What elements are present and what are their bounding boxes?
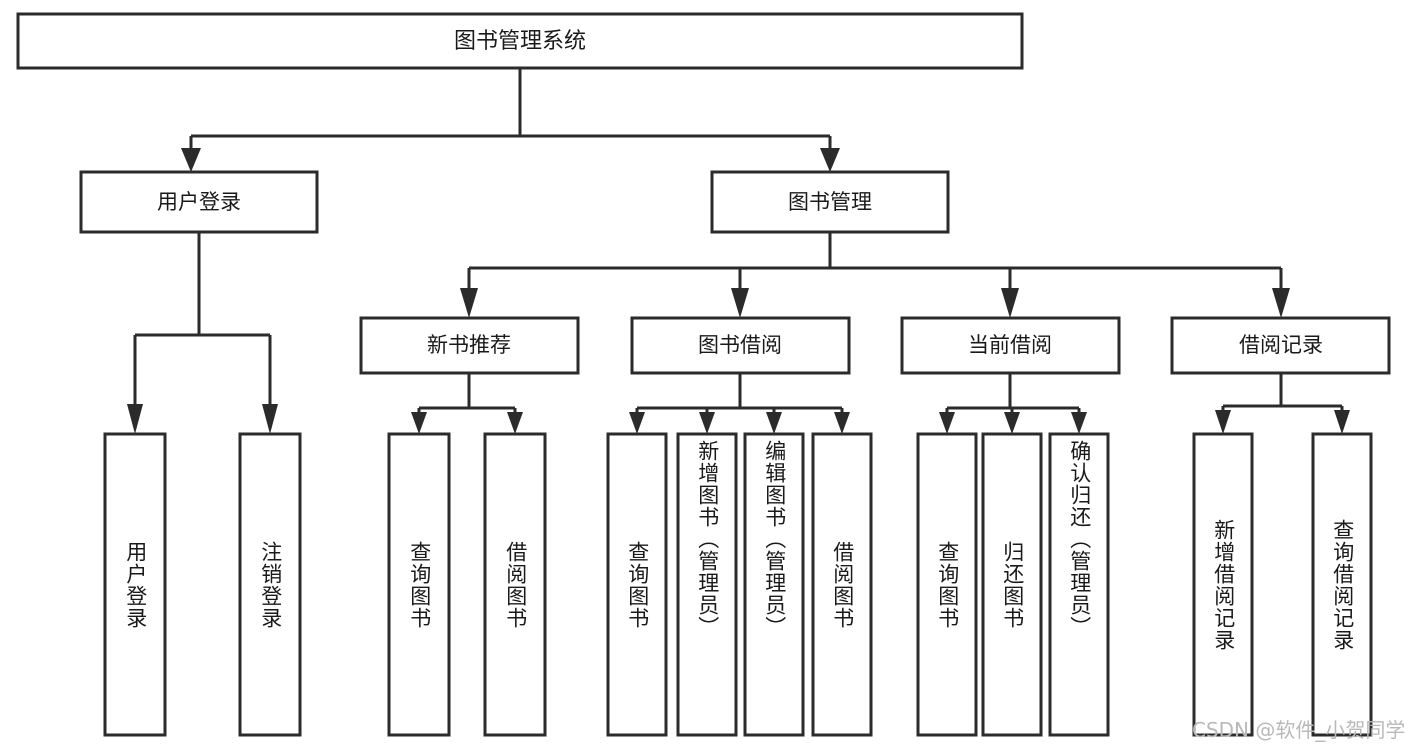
arrow-head-book-borrow [731, 288, 749, 318]
arrow-head-leaf-borrow-book-2 [834, 412, 850, 434]
arrow-head-leaf-query-book-2 [629, 412, 645, 434]
node-leaf-query-record-box[interactable] [1311, 432, 1373, 737]
node-book-borrow-label: 图书借阅 [698, 333, 782, 357]
arrow-head-leaf-confirm-return [1071, 412, 1087, 434]
node-book-manage[interactable]: 图书管理 [710, 170, 950, 234]
node-book-borrow-box[interactable] [630, 316, 851, 375]
node-book-borrow[interactable]: 图书借阅 [630, 316, 851, 375]
arrow-head-leaf-edit-book [766, 412, 782, 434]
arrow-head-user-login [181, 148, 201, 172]
node-book-manage-box[interactable] [710, 170, 950, 234]
node-leaf-query-book-2-box[interactable] [606, 432, 668, 737]
node-new-book-recommend-label: 新书推荐 [427, 333, 511, 357]
node-user-login-label: 用户登录 [157, 190, 241, 214]
node-leaf-add-book-box[interactable] [676, 432, 738, 737]
arrow-head-leaf-query-record [1334, 410, 1350, 434]
node-leaf-logout-box[interactable] [238, 432, 302, 737]
arrow-head-current-borrow [1001, 288, 1019, 318]
arrow-head-leaf-user-login [127, 404, 143, 434]
leaf-node-boxes [103, 432, 1373, 737]
arrow-head-leaf-borrow-book-1 [507, 412, 523, 434]
arrow-head-leaf-return-book [1004, 412, 1020, 434]
arrow-head-leaf-query-book-1 [411, 412, 427, 434]
node-leaf-user-login-box[interactable] [103, 432, 167, 737]
node-current-borrow-label: 当前借阅 [968, 333, 1052, 357]
node-leaf-borrow-book-2-box[interactable] [811, 432, 873, 737]
node-leaf-borrow-book-1-box[interactable] [483, 432, 547, 737]
node-current-borrow[interactable]: 当前借阅 [900, 316, 1121, 375]
node-new-book-recommend[interactable]: 新书推荐 [359, 316, 580, 375]
node-borrow-record-label: 借阅记录 [1239, 333, 1323, 357]
node-root-box[interactable] [16, 12, 1024, 70]
arrow-head-borrow-record [1272, 288, 1290, 318]
node-leaf-query-book-1-box[interactable] [387, 432, 451, 737]
arrow-head-leaf-add-record [1215, 410, 1231, 434]
node-new-book-recommend-box[interactable] [359, 316, 580, 375]
node-user-login[interactable]: 用户登录 [79, 170, 319, 234]
node-leaf-return-book-box[interactable] [981, 432, 1043, 737]
arrow-head-leaf-add-book [699, 412, 715, 434]
node-user-login-box[interactable] [79, 170, 319, 234]
node-leaf-confirm-return-box[interactable] [1048, 432, 1110, 737]
arrow-head-leaf-logout [262, 404, 278, 434]
node-borrow-record[interactable]: 借阅记录 [1170, 316, 1391, 375]
connector-group [127, 68, 1350, 434]
node-current-borrow-box[interactable] [900, 316, 1121, 375]
node-root[interactable]: 图书管理系统 [16, 12, 1024, 70]
arrow-head-new-book [460, 288, 478, 318]
node-leaf-add-record-box[interactable] [1192, 432, 1254, 737]
node-book-manage-label: 图书管理 [788, 190, 872, 214]
node-root-label: 图书管理系统 [454, 29, 586, 54]
arrow-head-leaf-query-book-3 [939, 412, 955, 434]
node-borrow-record-box[interactable] [1170, 316, 1391, 375]
node-leaf-query-book-3-box[interactable] [916, 432, 978, 737]
arrow-head-book-manage [820, 148, 840, 172]
csdn-watermark: CSDN @软件_小贺同学 [1192, 718, 1405, 742]
node-leaf-edit-book-box[interactable] [743, 432, 805, 737]
